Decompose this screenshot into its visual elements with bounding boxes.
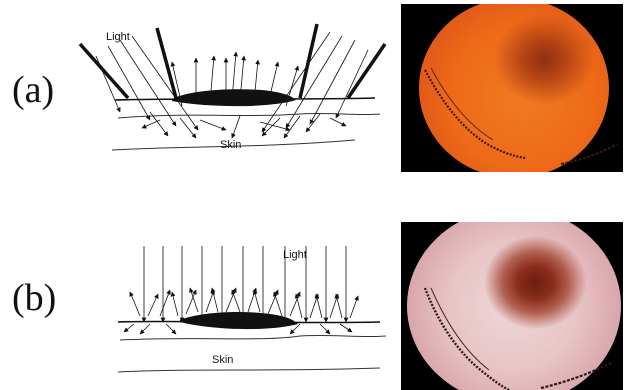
subsurface-ray: [200, 120, 226, 130]
incident-ray: [336, 50, 368, 118]
light-source-bar: [157, 28, 176, 98]
light-source-bar: [348, 44, 385, 98]
incident-ray: [120, 40, 176, 126]
subsurface-ray: [320, 324, 330, 334]
reflected-ray: [254, 290, 260, 312]
skin-label: Skin: [220, 139, 241, 151]
ink-mark: [431, 288, 489, 370]
subsurface-ray: [180, 118, 196, 138]
ink-mark: [561, 144, 617, 164]
dermis-layer-line: [118, 113, 380, 118]
reflected-ray: [336, 294, 342, 318]
dermoscopy-photo-a: [401, 4, 623, 172]
ink-mark: [431, 68, 493, 140]
reflected-ray: [130, 292, 140, 316]
subsurface-ray: [140, 324, 150, 334]
light-label: Light: [106, 31, 130, 43]
subsurface-ray: [340, 324, 352, 332]
reflected-ray: [206, 290, 214, 312]
reflected-ray: [148, 294, 158, 316]
reflected-ray: [268, 290, 278, 314]
reflected-ray: [232, 290, 240, 312]
panel-b-diagram: Light Skin: [118, 246, 386, 372]
dermoscopy-photo-b: [401, 222, 623, 390]
subsurface-ray: [330, 118, 346, 126]
subsurface-ray: [306, 114, 320, 132]
panel-a-diagram: Light Skin: [80, 24, 385, 151]
subsurface-ray: [166, 324, 176, 334]
light-source-bar: [300, 24, 317, 98]
reflected-ray: [212, 288, 218, 312]
reflected-ray: [296, 294, 302, 318]
reflected-ray: [226, 288, 236, 312]
reflected-ray: [190, 288, 198, 312]
light-label: Light: [283, 249, 307, 261]
incident-ray: [310, 40, 355, 124]
subsurface-ray: [142, 120, 160, 128]
subsurface-ray: [124, 324, 134, 332]
ink-mark: [541, 362, 613, 388]
dermis-layer-line: [120, 335, 386, 340]
deep-skin-line: [118, 368, 380, 372]
lesion-shape: [172, 89, 296, 106]
reflected-ray: [350, 296, 358, 318]
subsurface-ray: [232, 116, 240, 138]
reflected-ray: [316, 294, 322, 318]
light-source-bar: [80, 44, 128, 98]
reflected-ray: [160, 290, 170, 316]
incident-ray: [262, 32, 330, 132]
lesion-shape: [180, 312, 298, 329]
reflected-ray: [172, 292, 178, 316]
skin-label: Skin: [212, 354, 233, 366]
reflected-ray: [274, 292, 282, 316]
